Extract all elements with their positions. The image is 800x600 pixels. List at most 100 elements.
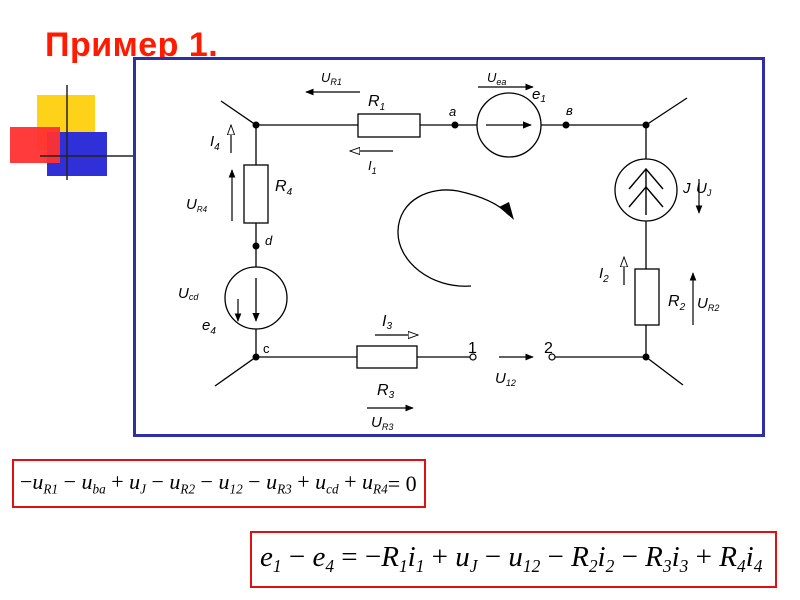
equation-operator: − xyxy=(20,469,33,495)
resistor-r4 xyxy=(243,164,269,224)
svg-text:a: a xyxy=(449,104,456,119)
equation-variable: u xyxy=(315,469,327,495)
equation-subscript: R3 xyxy=(277,481,292,497)
equation-variable: u xyxy=(508,541,523,574)
svg-text:R1: R1 xyxy=(368,93,385,113)
svg-text:UJ: UJ xyxy=(696,180,712,198)
svg-text:1: 1 xyxy=(468,340,477,357)
emf-source-e4 xyxy=(224,266,288,330)
equation-subscript: 2 xyxy=(588,556,598,577)
equation-variable: u xyxy=(362,469,374,495)
equation-variable: i xyxy=(745,541,754,574)
equation-subscript: 1 xyxy=(398,556,408,577)
circuit-diagram: UR1 R1 I1 a Uea e1 в I4 UR4 R4 d Ucd e4 … xyxy=(178,70,719,432)
equation-operator: + xyxy=(688,541,720,574)
svg-text:c: c xyxy=(263,341,270,356)
equation-variable: u xyxy=(218,469,230,495)
equation-operator: − xyxy=(58,469,82,495)
svg-text:Ucd: Ucd xyxy=(178,285,199,302)
circuit-diagram-frame: UR1 R1 I1 a Uea e1 в I4 UR4 R4 d Ucd e4 … xyxy=(133,57,765,437)
equation-operator: + xyxy=(291,469,316,495)
equation-subscript: ba xyxy=(92,481,106,497)
equation-subscript: 2 xyxy=(605,556,615,577)
equation-subscript: 4 xyxy=(753,556,763,577)
nodes xyxy=(252,121,650,361)
equation-subscript: R1 xyxy=(43,481,59,497)
svg-text:d: d xyxy=(265,233,273,248)
node-v xyxy=(562,121,570,129)
circuit-labels: UR1 R1 I1 a Uea e1 в I4 UR4 R4 d Ucd e4 … xyxy=(178,70,719,432)
svg-text:Uea: Uea xyxy=(487,70,506,87)
svg-text:J: J xyxy=(682,180,691,197)
terminal-1 xyxy=(469,353,477,361)
svg-text:UR1: UR1 xyxy=(321,70,342,87)
equation-subscript: 4 xyxy=(736,556,746,577)
equation-operator: + xyxy=(424,541,456,574)
equation-variable: u xyxy=(129,469,141,495)
svg-text:I3: I3 xyxy=(382,313,392,332)
equation-subscript: R2 xyxy=(180,481,196,497)
equation-variable: i xyxy=(671,541,680,574)
equation-operator: − xyxy=(195,469,219,495)
equation-variable: u xyxy=(266,469,278,495)
node-top-right xyxy=(642,121,650,129)
terminal-2 xyxy=(548,353,556,361)
equation-operator: − xyxy=(281,541,313,574)
node-bottom-right xyxy=(642,353,650,361)
equation-subscript: cd xyxy=(326,481,339,497)
equation-variable: R xyxy=(645,541,663,574)
current-source-j xyxy=(614,158,678,222)
equation-subscript: 12 xyxy=(229,481,243,497)
equation-rhs: = 0 xyxy=(387,470,417,496)
equation-subscript: 12 xyxy=(522,556,541,577)
svg-text:I4: I4 xyxy=(210,133,220,153)
node-a xyxy=(451,121,459,129)
equation-operator: − xyxy=(145,469,170,495)
equation-variable: u xyxy=(455,541,470,574)
annotation-arrows xyxy=(231,83,703,412)
resistor-r1 xyxy=(357,113,421,138)
node-d xyxy=(252,242,260,250)
resistor-r2 xyxy=(634,268,660,326)
equation-operator: − xyxy=(477,541,509,574)
node-top-left xyxy=(252,121,260,129)
equation-variable: i xyxy=(597,541,606,574)
equation-subscript: 1 xyxy=(272,556,282,577)
svg-text:в: в xyxy=(566,103,573,118)
svg-text:R3: R3 xyxy=(377,382,395,401)
equation-terms: −uR1 − uba + uJ − uR2 − u12 − uR3 + ucd … xyxy=(20,469,388,498)
equation-operator: − xyxy=(540,541,572,574)
loop-direction-arrow xyxy=(397,189,510,287)
equation-variable: R xyxy=(571,541,589,574)
kvl-voltage-equation: −uR1 − uba + uJ − uR2 − u12 − uR3 + ucd … xyxy=(12,459,426,508)
equation-subscript: J xyxy=(140,481,146,497)
deco-red-square xyxy=(10,127,60,163)
equation-variable: e xyxy=(312,541,326,574)
equation-subscript: 3 xyxy=(679,556,689,577)
emf-equation: e1 − e4 = −R1i1 + uJ − u12 − R2i2 − R3i3… xyxy=(250,531,777,588)
svg-text:I2: I2 xyxy=(599,265,609,285)
equation-variable: u xyxy=(32,469,44,495)
resistor-r3 xyxy=(356,345,418,369)
equation-subscript: 4 xyxy=(325,556,335,577)
slide-decoration xyxy=(10,85,135,180)
equation-subscript: J xyxy=(469,556,478,577)
equation-variable: R xyxy=(719,541,737,574)
svg-text:2: 2 xyxy=(544,340,553,357)
equation-variable: i xyxy=(407,541,416,574)
svg-text:e4: e4 xyxy=(202,317,216,337)
equation-operator: + xyxy=(105,469,130,495)
equation-subscript: 3 xyxy=(662,556,672,577)
equation-subscript: 1 xyxy=(415,556,425,577)
svg-text:e1: e1 xyxy=(532,86,546,105)
emf-source-e1 xyxy=(476,92,542,158)
equation-variable: u xyxy=(81,469,93,495)
equation-operator: − xyxy=(242,469,267,495)
equation-terms: e1 − e4 = −R1i1 + uJ − u12 − R2i2 − R3i3… xyxy=(260,541,762,577)
svg-text:UR4: UR4 xyxy=(186,196,208,214)
svg-text:U12: U12 xyxy=(495,370,516,388)
equation-subscript: R4 xyxy=(373,481,388,497)
svg-text:R4: R4 xyxy=(275,178,293,198)
svg-text:UR3: UR3 xyxy=(371,414,393,432)
node-c xyxy=(252,353,260,361)
